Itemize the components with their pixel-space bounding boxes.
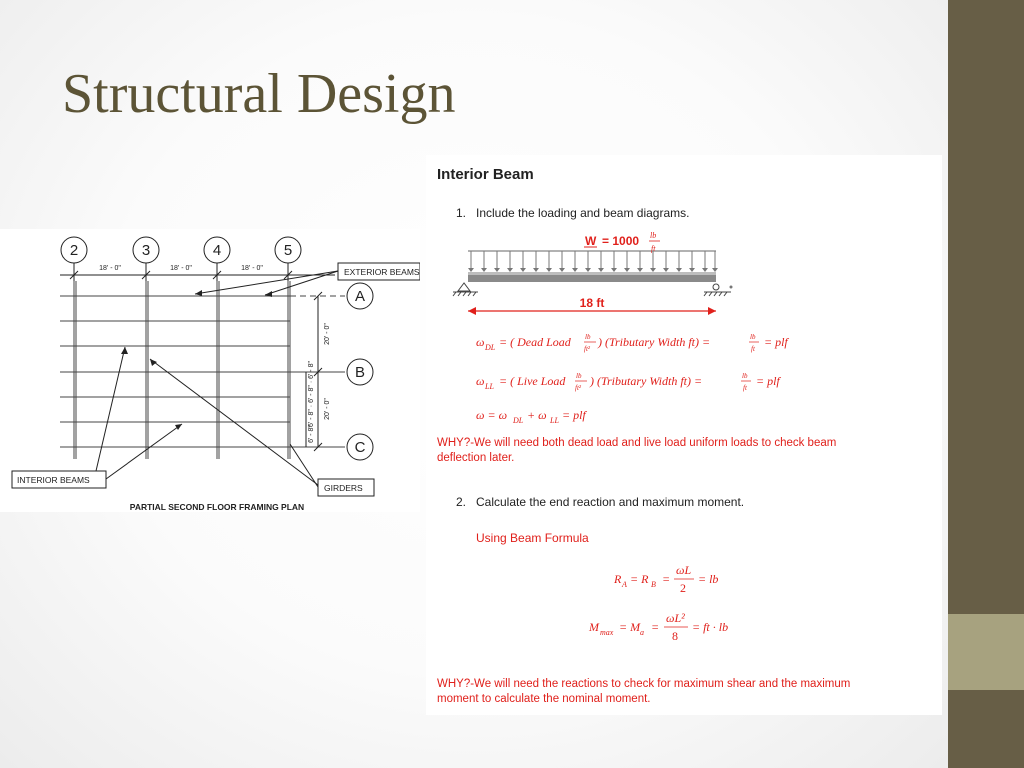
framing-plan-drawing: 2 3 4 5 A B C 18' - 0" 18' - 0" 18' - 0": [11, 236, 420, 512]
svg-text:= M: = M: [619, 620, 641, 634]
interior-beams-label-box: [11, 470, 107, 489]
svg-text:ω: ω: [476, 374, 484, 388]
roller-support: [712, 283, 720, 291]
equation-total-load: ω = ω DL + ω LL = plf: [476, 408, 587, 425]
svg-text:= R: = R: [630, 572, 649, 586]
grid-number-5: 5: [284, 242, 292, 259]
svg-text:DL: DL: [484, 343, 496, 352]
spacing-label: 18' - 0": [241, 265, 263, 272]
svg-text:ft²: ft²: [584, 345, 591, 353]
grid-bubble-B: [346, 358, 374, 386]
dimension-small-bottom: 6' - 8": [308, 425, 315, 443]
girders-label-box: [317, 478, 375, 497]
svg-text:WHY?-We will need both dead lo: WHY?-We will need both dead load and liv…: [437, 437, 836, 449]
svg-text:8: 8: [672, 629, 678, 643]
load-unit-den: ft: [651, 244, 656, 253]
step1-text: Include the loading and beam diagrams.: [476, 206, 689, 220]
sidebar-accent-block: [948, 614, 1024, 690]
load-value: = 1000: [602, 234, 639, 248]
why-note-2: WHY?-We will need the reactions to check…: [437, 678, 850, 705]
svg-text:max: max: [600, 628, 614, 637]
equation-dead-load: ω DL = ( Dead Load lb ft² ) (Tributary W…: [476, 333, 789, 353]
grid-letter-C: C: [355, 439, 366, 456]
svg-text:= ft · lb: = ft · lb: [692, 620, 728, 634]
beam-member: [468, 272, 716, 282]
slide-title: Structural Design: [62, 63, 456, 125]
equation-live-load: ω LL = ( Live Load lb ft² ) (Tributary W…: [476, 372, 781, 392]
reaction-formula: R A = R B = ωL 2 = lb: [613, 563, 718, 595]
grid-number-3: 3: [142, 242, 150, 259]
svg-text:ft: ft: [743, 384, 748, 392]
svg-text:ωL²: ωL²: [666, 611, 685, 625]
spacing-label: 18' - 0": [99, 265, 121, 272]
svg-text:= plf: = plf: [562, 408, 587, 422]
grid-letter-A: A: [355, 288, 365, 305]
load-arrows: [470, 251, 716, 269]
svg-text:=: =: [662, 572, 670, 586]
svg-text:+ ω: + ω: [527, 408, 547, 422]
svg-text:= lb: = lb: [698, 572, 718, 586]
grid-number-4: 4: [213, 242, 221, 259]
svg-text:= plf: = plf: [756, 374, 781, 388]
svg-text:moment to calculate the nomina: moment to calculate the nominal moment.: [437, 693, 651, 705]
interior-beam-panel: Interior Beam 1. Include the loading and…: [426, 155, 942, 715]
span-length: 18 ft: [580, 296, 605, 310]
interior-beams-label: INTERIOR BEAMS: [17, 475, 90, 485]
svg-text:ω: ω: [476, 335, 484, 349]
panel-heading: Interior Beam: [437, 166, 534, 183]
svg-text:ωL: ωL: [676, 563, 691, 577]
svg-text:=: =: [651, 620, 659, 634]
svg-text:lb: lb: [576, 372, 582, 380]
dimension-vertical-1: 20' - 0": [324, 323, 331, 345]
svg-text:) (Tributary Width ft) =: ) (Tributary Width ft) =: [589, 374, 702, 388]
framing-plan-figure: 2 3 4 5 A B C 18' - 0" 18' - 0" 18' - 0": [0, 229, 420, 512]
svg-text:lb: lb: [750, 333, 756, 341]
svg-text:WHY?-We will need the reaction: WHY?-We will need the reactions to check…: [437, 678, 850, 690]
step2-text: Calculate the end reaction and maximum m…: [476, 495, 744, 509]
exterior-beams-label: EXTERIOR BEAMS: [344, 267, 420, 277]
grid-bubble-C: [346, 433, 374, 461]
svg-text:deflection later.: deflection later.: [437, 452, 514, 464]
svg-text:DL: DL: [512, 416, 524, 425]
svg-text:lb: lb: [742, 372, 748, 380]
step-number: 2.: [456, 495, 466, 509]
grid-bubble-A: [346, 282, 374, 310]
beam-formula-note: Using Beam Formula: [476, 531, 589, 545]
svg-text:LL: LL: [484, 382, 494, 391]
svg-text:= ( Live Load: = ( Live Load: [499, 374, 566, 388]
girders-label: GIRDERS: [324, 483, 363, 493]
why-note-1: WHY?-We will need both dead load and liv…: [437, 437, 836, 464]
svg-text:ω = ω: ω = ω: [476, 408, 507, 422]
beam-load-diagram: W = 1000 lb ft 18 ft: [452, 231, 733, 315]
svg-text:) (Tributary Width ft) =: ) (Tributary Width ft) =: [597, 335, 710, 349]
framing-plan-caption: PARTIAL SECOND FLOOR FRAMING PLAN: [130, 502, 304, 512]
load-label: W: [585, 234, 597, 248]
dimension-vertical-2: 20' - 0": [324, 398, 331, 420]
svg-text:lb: lb: [585, 333, 591, 341]
pin-support: [457, 282, 471, 292]
svg-text:M: M: [588, 620, 600, 634]
svg-text:= plf: = plf: [764, 335, 789, 349]
interior-beam-sheet: Interior Beam 1. Include the loading and…: [437, 166, 850, 705]
dimension-small: 6' - 8" · 6' - 8" · 6' - 8": [308, 361, 315, 427]
svg-text:ft²: ft²: [575, 384, 582, 392]
load-unit-num: lb: [650, 231, 656, 240]
svg-text:A: A: [621, 580, 627, 589]
grid-number-2: 2: [70, 242, 78, 259]
svg-text:a: a: [640, 628, 644, 637]
svg-text:2: 2: [680, 581, 686, 595]
spacing-label: 18' - 0": [170, 265, 192, 272]
svg-text:= ( Dead Load: = ( Dead Load: [499, 335, 572, 349]
svg-text:R: R: [613, 572, 622, 586]
svg-text:ft: ft: [751, 345, 756, 353]
svg-text:B: B: [651, 580, 656, 589]
svg-text:LL: LL: [549, 416, 559, 425]
grid-letter-B: B: [355, 364, 365, 381]
step-number: 1.: [456, 206, 466, 220]
moment-formula: M max = M a = ωL² 8 = ft · lb: [588, 611, 728, 643]
